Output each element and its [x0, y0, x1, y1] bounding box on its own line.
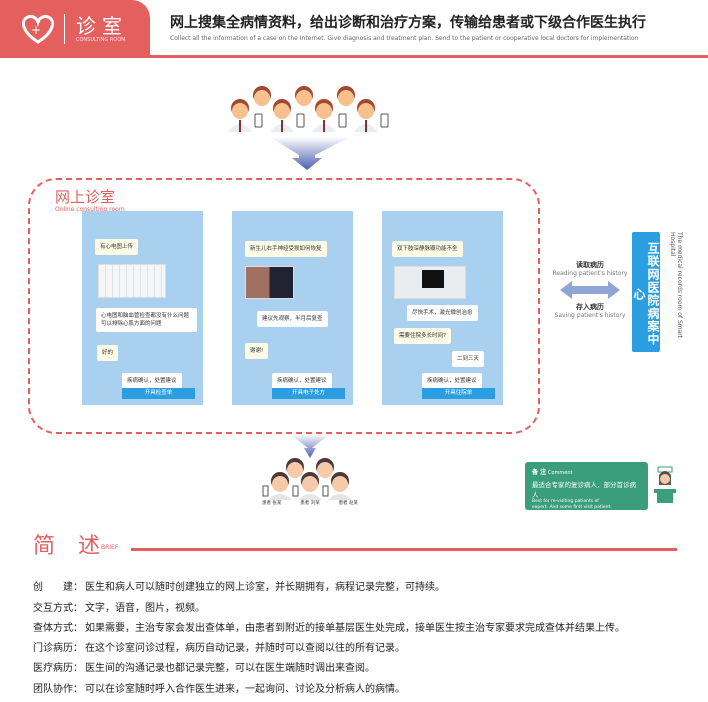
save-history-label-en: Saving patient's history [554, 312, 626, 319]
patient-label: 患者 张某 [262, 501, 282, 506]
hand-xray-image [245, 266, 294, 299]
comment-text-en: Best for re-visiting patients of expert.… [532, 499, 612, 510]
brief-row: 创 建：医生和病人可以随时创建独立的网上诊室，并长期拥有，病程记录完整，可持续。 [33, 578, 445, 593]
brief-value: 医生间的沟通记录也都记录完整，可以在医生端随时调出来查阅。 [85, 663, 375, 674]
chat-card-2: 新生儿右手神经受损如何恢复 建议先观察，半月后复查 谢谢! 疾病确认，处置建议 … [232, 211, 353, 405]
read-history-label: 读取病历 [576, 261, 604, 269]
comment-label: 备 注 [532, 469, 547, 476]
brief-value: 医生和病人可以随时创建独立的网上诊室，并长期拥有，病程记录完整，可持续。 [85, 582, 445, 593]
svg-text:+: + [31, 23, 41, 37]
brief-key: 门诊病历： [33, 643, 83, 654]
chat-message: 疾病确认，处置建议 [122, 373, 182, 389]
read-history-label-en: Reading patient's history [552, 270, 628, 277]
nurse-icon [654, 466, 676, 503]
double-arrow-icon [560, 281, 620, 299]
heart-stethoscope-icon: + [21, 15, 55, 44]
brief-key: 查体方式： [33, 623, 83, 634]
brief-title: 简 述 [33, 534, 108, 559]
save-history-label: 存入病历 [576, 303, 604, 311]
chat-message: 建议先观察，半月后复查 [257, 311, 328, 327]
brief-row: 门诊病历：在这个诊室问诊过程，病历自动记录，并随时可以查阅以往的所有记录。 [33, 639, 405, 654]
issue-admission-button[interactable]: 开具住院单 [422, 388, 495, 399]
logo-subtitle: CONSULTING ROOM [76, 37, 126, 43]
chat-card-3: 双下肢深静脉瓣功能不全 尽快手术，激光微创治愈 需要住院多长时间? 二到三天 疾… [382, 211, 503, 405]
ecg-image [98, 264, 166, 298]
chat-message: 尽快手术，激光微创治愈 [407, 305, 478, 321]
brief-key: 医疗病历： [33, 663, 83, 674]
chat-message: 疾病确认，处置建议 [422, 373, 482, 389]
brief-row: 团队协作：可以在诊室随时呼入合作医生进来，一起询问、讨论及分析病人的病情。 [33, 680, 405, 695]
brief-value: 文字，语音，图片，视频。 [85, 603, 205, 614]
brief-value: 可以在诊室随时呼入合作医生进来，一起询问、讨论及分析病人的病情。 [85, 684, 405, 695]
patient-label: 患者 赵某 [338, 501, 358, 506]
chat-card-1: 有心电图上传 心电图和脑血管检查都没有什么问题可以排除心肌方面的问题 好的 疾病… [82, 211, 203, 405]
comment-box: 备 注 Comment 最适合专家的复诊病人，部分首诊病人 Best for r… [525, 462, 648, 510]
brief-value: 如果需要，主治专家会发出查体单，由患者到附近的接单基层医生处完成，接单医生按主治… [85, 623, 625, 634]
online-room-frame [28, 178, 540, 434]
brief-divider [131, 548, 677, 551]
chat-message: 二到三天 [452, 351, 485, 367]
scan-image [394, 266, 466, 299]
doctors-group-icon [228, 86, 389, 170]
chat-message: 需要住院多长时间? [394, 328, 451, 344]
logo-divider [64, 14, 65, 44]
brief-value: 在这个诊室问诊过程，病历自动记录，并随时可以查阅以往的所有记录。 [85, 643, 405, 654]
patient-labels: 患者 张某 患者 刘某 患者 赵某 [262, 500, 358, 506]
patient-label: 患者 刘某 [300, 501, 320, 506]
chat-message: 疾病确认，处置建议 [272, 373, 332, 389]
chat-message: 有心电图上传 [95, 239, 139, 255]
chat-message: 双下肢深静脉瓣功能不全 [392, 241, 463, 257]
comment-text: 最适合专家的复诊病人，部分首诊病人 [532, 481, 636, 499]
chat-message: 心电图和脑血管检查都没有什么问题可以排除心肌方面的问题 [96, 308, 197, 332]
brief-row: 查体方式：如果需要，主治专家会发出查体单，由患者到附近的接单基层医生处完成，接单… [33, 619, 625, 634]
header-underline [0, 55, 708, 58]
comment-label-en: Comment [548, 470, 573, 476]
chat-message: 新生儿右手神经受损如何恢复 [245, 241, 327, 257]
records-center-en: The medical records room of Smart Hospit… [669, 232, 683, 339]
brief-title-en: BRIEF [101, 544, 119, 551]
chat-message: 好的 [97, 345, 119, 361]
chat-message: 谢谢! [245, 343, 269, 359]
brief-key: 交互方式： [33, 603, 83, 614]
patients-group-icon [262, 434, 352, 500]
issue-exam-button[interactable]: 开具检查单 [122, 388, 195, 399]
page-subtitle: Collect all the information of a case on… [170, 35, 639, 42]
brief-key: 团队协作： [33, 684, 83, 695]
issue-prescription-button[interactable]: 开具电子处方 [272, 388, 345, 399]
page-title: 网上搜集全病情资料，给出诊断和治疗方案，传输给患者或下级合作医生执行 [170, 15, 646, 31]
brief-row: 交互方式：文字，语音，图片，视频。 [33, 599, 205, 614]
brief-row: 医疗病历：医生间的沟通记录也都记录完整，可以在医生端随时调出来查阅。 [33, 659, 375, 674]
records-center-box: 互联网医院病案中心 [632, 232, 660, 352]
room-title: 网上诊室 [55, 188, 116, 206]
brief-key: 创 建： [33, 582, 83, 593]
logo-title: 诊室 [76, 14, 128, 38]
room-subtitle: Online consulting room [55, 206, 125, 213]
